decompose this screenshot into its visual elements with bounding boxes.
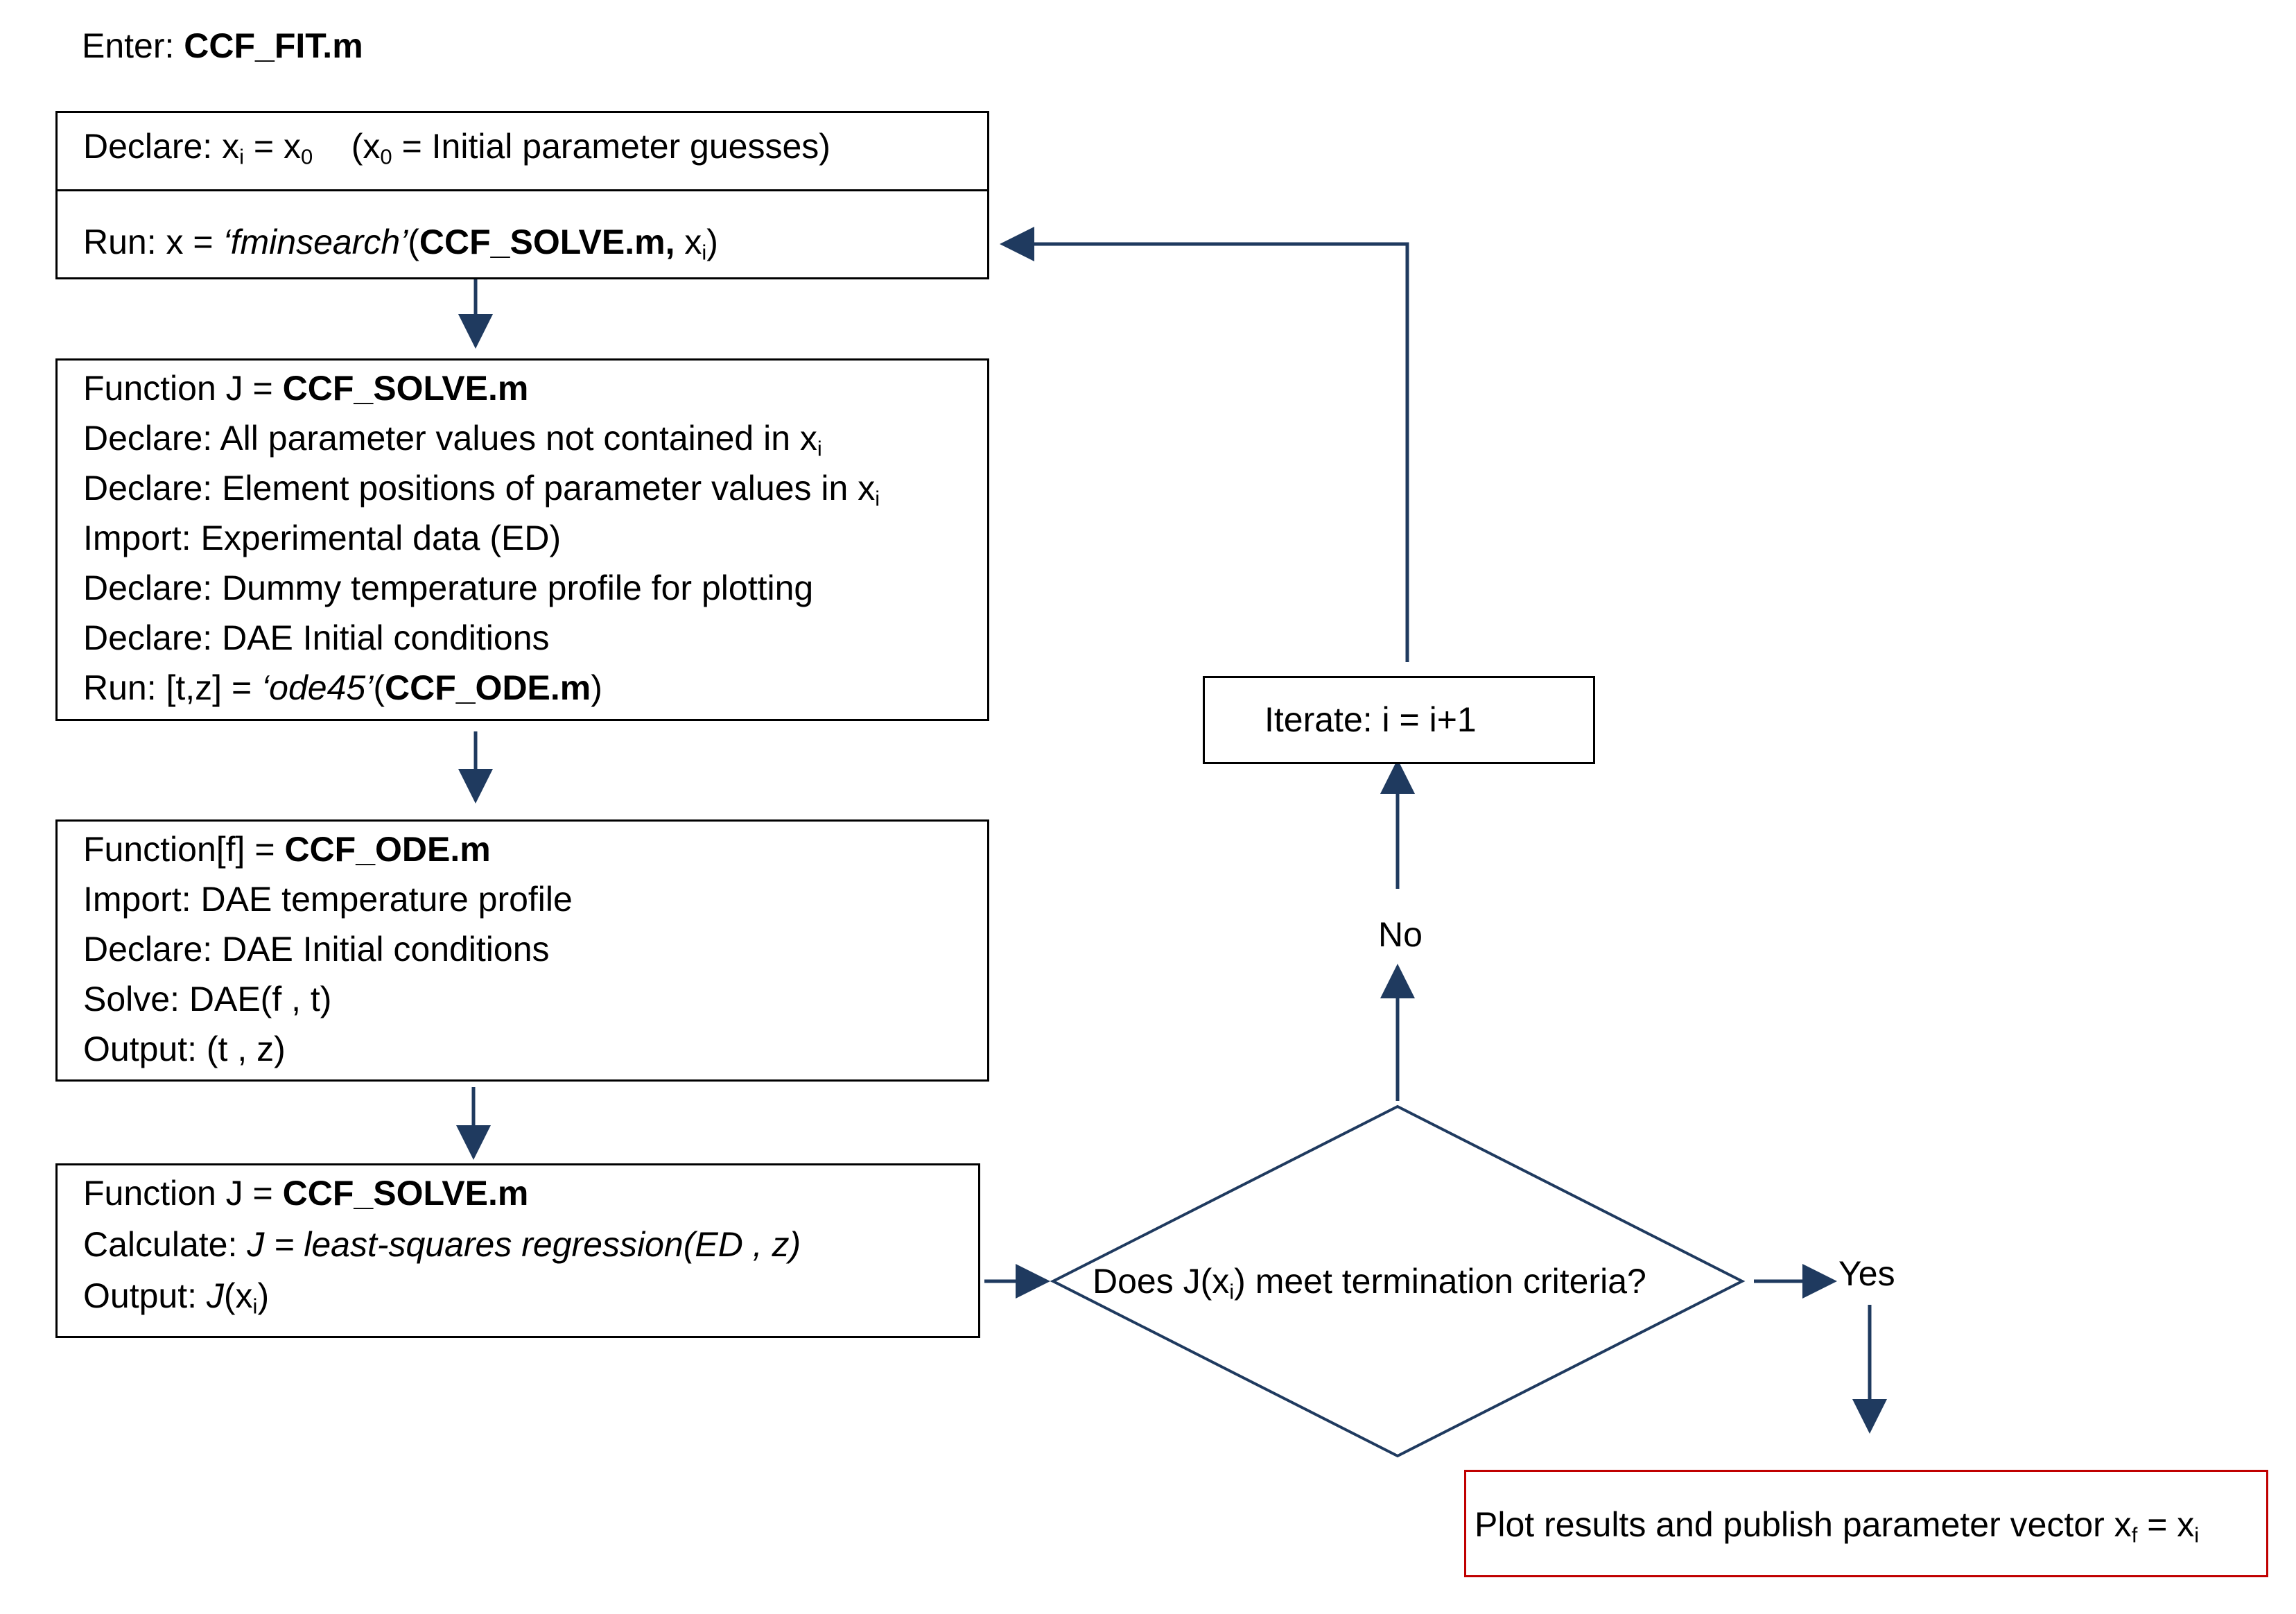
solve-declare-dummy-profile: Declare: Dummy temperature profile for p… bbox=[83, 569, 814, 607]
yes-label: Yes bbox=[1838, 1254, 1895, 1293]
ode-import-profile: Import: DAE temperature profile bbox=[83, 880, 573, 919]
box-divider bbox=[58, 189, 987, 191]
ode-function-box: Function[f] = CCF_ODE.m Import: DAE temp… bbox=[55, 819, 989, 1082]
solve2-output-line: Output: J(xi) bbox=[83, 1276, 270, 1319]
arrow-iterate-loop-back bbox=[1000, 227, 1409, 662]
decision-diamond bbox=[1050, 1104, 1746, 1458]
solve2-function-title: Function J = CCF_SOLVE.m bbox=[83, 1174, 529, 1213]
solve-function-title: Function J = CCF_SOLVE.m bbox=[83, 369, 529, 408]
solve-declare-positions: Declare: Element positions of parameter … bbox=[83, 469, 880, 511]
solve-function-box: Function J = CCF_SOLVE.m Declare: All pa… bbox=[55, 358, 989, 721]
iterate-box: Iterate: i = i+1 bbox=[1203, 676, 1595, 764]
no-label: No bbox=[1378, 915, 1423, 954]
run-fminsearch-line: Run: x = ‘fminsearch’(CCF_SOLVE.m, xi) bbox=[83, 223, 718, 265]
enter-header: Enter: CCF_FIT.m bbox=[82, 26, 363, 65]
decision-question: Does J(xi) meet termination criteria? bbox=[1093, 1262, 1646, 1304]
solve-run-ode45: Run: [t,z] = ‘ode45’(CCF_ODE.m) bbox=[83, 668, 602, 707]
declare-run-box: Declare: xi = x0 (x0 = Initial parameter… bbox=[55, 111, 989, 279]
ode-solve-line: Solve: DAE(f , t) bbox=[83, 980, 332, 1018]
ode-declare-initial-conditions: Declare: DAE Initial conditions bbox=[83, 930, 550, 969]
declare-initial-line: Declare: xi = x0 (x0 = Initial parameter… bbox=[83, 127, 830, 169]
enter-file: CCF_FIT.m bbox=[184, 26, 363, 65]
solve-import-data: Import: Experimental data (ED) bbox=[83, 519, 562, 557]
solve-declare-params: Declare: All parameter values not contai… bbox=[83, 419, 822, 461]
ode-function-title: Function[f] = CCF_ODE.m bbox=[83, 830, 491, 869]
solve2-calculate-line: Calculate: J = least-squares regression(… bbox=[83, 1225, 801, 1264]
solve-declare-initial-conditions: Declare: DAE Initial conditions bbox=[83, 618, 550, 657]
result-box: Plot results and publish parameter vecto… bbox=[1464, 1470, 2268, 1577]
ode-output-line: Output: (t , z) bbox=[83, 1030, 286, 1068]
iterate-text: Iterate: i = i+1 bbox=[1264, 700, 1477, 739]
result-text: Plot results and publish parameter vecto… bbox=[1475, 1505, 2200, 1547]
solve-calculate-box: Function J = CCF_SOLVE.m Calculate: J = … bbox=[55, 1163, 980, 1338]
